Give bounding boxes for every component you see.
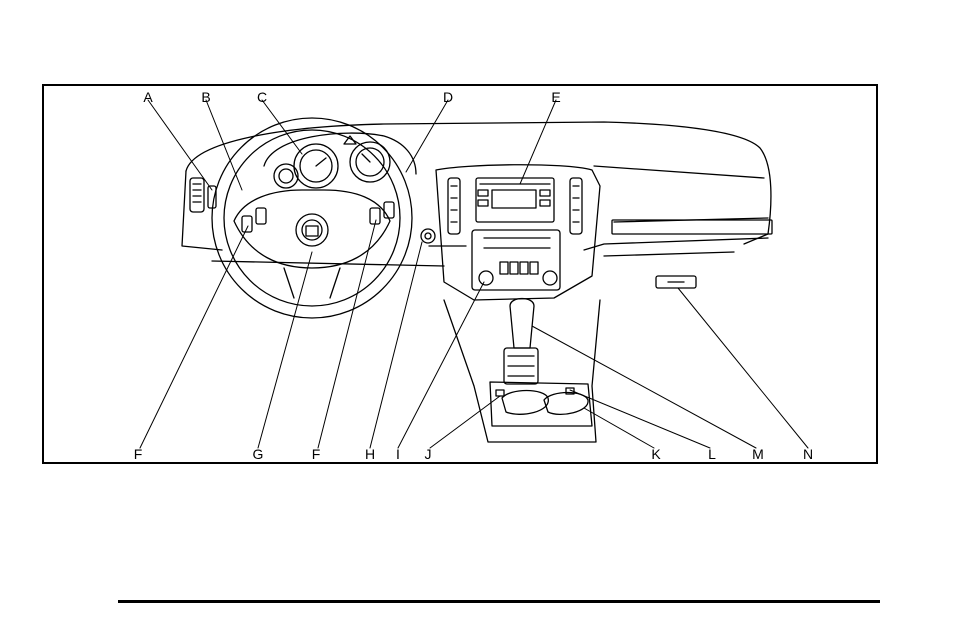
footer-rule — [118, 600, 880, 603]
callout-label-d: D — [443, 90, 453, 104]
callout-label-f-left: F — [134, 447, 143, 461]
callout-label-h: H — [365, 447, 375, 461]
callout-label-b: B — [201, 90, 210, 104]
callout-label-k: K — [651, 447, 660, 461]
callout-label-i: I — [396, 447, 400, 461]
callout-label-e: E — [551, 90, 560, 104]
callout-label-n: N — [803, 447, 813, 461]
callout-label-a: A — [143, 90, 152, 104]
dashboard-line-drawing — [44, 86, 880, 466]
callout-label-c: C — [257, 90, 267, 104]
callout-label-f-right: F — [312, 447, 321, 461]
callout-label-j: J — [425, 447, 432, 461]
dashboard-illustration: A B C D E F G F H I J K L M N — [42, 84, 878, 464]
callout-label-g: G — [253, 447, 264, 461]
callout-label-m: M — [752, 447, 764, 461]
callout-label-l: L — [708, 447, 716, 461]
